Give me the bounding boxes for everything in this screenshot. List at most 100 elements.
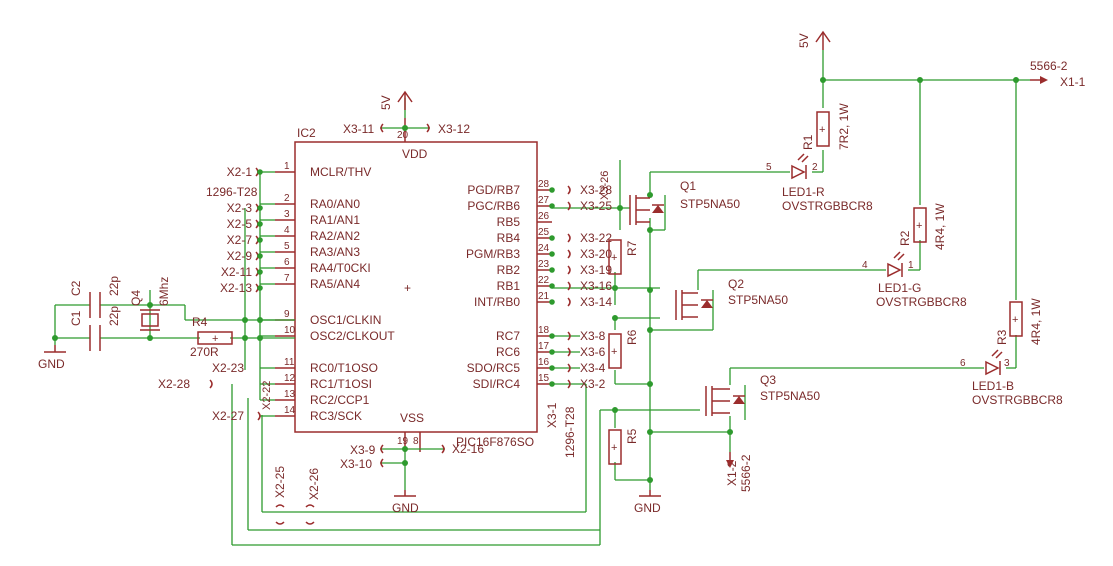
svg-text:STP5NA50: STP5NA50	[680, 197, 740, 211]
svg-text:LED1-G: LED1-G	[878, 281, 921, 295]
mosfet-q3: Q3 STP5NA50	[705, 373, 820, 416]
svg-text:STP5NA50: STP5NA50	[728, 293, 788, 307]
svg-text:+: +	[611, 442, 617, 454]
x3-header: 1296-T28	[563, 406, 577, 458]
ic2-pin-num: 14	[284, 405, 296, 416]
vcc-5v-top: 5V	[797, 30, 831, 50]
svg-text:R3: R3	[995, 329, 1009, 345]
ic2-pin-name: PGM/RB3	[466, 247, 520, 261]
svg-text:Q3: Q3	[760, 373, 776, 387]
x2-16-label: X2-16	[452, 442, 484, 456]
ic2-pin-name: RA1/AN1	[310, 213, 360, 227]
svg-text:6Mhz: 6Mhz	[157, 277, 171, 306]
ic2-pin-name: RB5	[497, 215, 521, 229]
x2-28-label: X2-28	[158, 377, 190, 391]
svg-text:+: +	[611, 252, 617, 264]
ic2-pin-name: RB4	[497, 231, 521, 245]
x3-12-label: X3-12	[438, 122, 470, 136]
x2-connector-label: X2-1	[227, 165, 253, 179]
x2-connector-label: X2-9	[227, 249, 253, 263]
x2-26-label: X2-26	[307, 468, 321, 500]
svg-text:OVSTRGBBCR8: OVSTRGBBCR8	[972, 393, 1063, 407]
ic2: IC2 PIC16F876SO VDD VSS + 20 19 8	[294, 118, 538, 452]
ic2-pin-name: RB2	[497, 263, 521, 277]
svg-text:+: +	[212, 333, 218, 345]
gnd-right: GND	[634, 490, 661, 515]
x3-connector-label: X3-28	[580, 183, 612, 197]
svg-text:OVSTRGBBCR8: OVSTRGBBCR8	[876, 295, 967, 309]
svg-text:R5: R5	[625, 428, 639, 444]
svg-text:GND: GND	[38, 357, 65, 371]
svg-text:Q4: Q4	[129, 290, 143, 306]
ic2-pin-num: 15	[538, 373, 550, 384]
x3-26-label: X3-26	[599, 171, 611, 200]
x3-10-label: X3-10	[340, 457, 372, 471]
x3-connector-label: X3-14	[580, 295, 612, 309]
ic2-pin-name: PGD/RB7	[467, 183, 520, 197]
ic2-pin-num: 11	[284, 357, 295, 368]
x3-connector-label: X3-22	[580, 231, 612, 245]
x3-connector-label: X3-8	[580, 329, 606, 343]
resistor-r3: + R3 4R4, 1W	[995, 298, 1043, 345]
ic2-pin-name: RC2/CCP1	[310, 393, 370, 407]
ic2-body	[294, 141, 538, 433]
ic2-pin-num: 28	[538, 179, 550, 190]
svg-text:R7: R7	[625, 240, 639, 256]
ic2-pin-num: 24	[538, 243, 550, 254]
led-blue: 6 3 LED1-B OVSTRGBBCR8	[960, 349, 1063, 407]
ic2-pin-name: SDO/RC5	[467, 361, 521, 375]
svg-text:GND: GND	[634, 501, 661, 515]
ic2-pin-num: 7	[284, 273, 290, 284]
x2-header: 1296-T28	[206, 185, 258, 199]
svg-text:270R: 270R	[190, 345, 219, 359]
ic2-pin-name: RA0/AN0	[310, 197, 360, 211]
x2-connector-label: X2-13	[220, 281, 252, 295]
connector-labels: X3-11 X3-12 X3-9 X3-10 X2-16 1296-T28 X2…	[158, 59, 1086, 525]
ic2-pin-num: 10	[284, 325, 296, 336]
svg-text:5V: 5V	[797, 33, 811, 48]
x3-connector-label: X3-19	[580, 263, 612, 277]
svg-text:R1: R1	[801, 134, 815, 150]
ic2-pin-num: 17	[538, 341, 550, 352]
ic2-pin-name: RA2/AN2	[310, 229, 360, 243]
ic2-pin-num: 27	[538, 195, 550, 206]
gnd-left: GND	[38, 345, 66, 371]
ic2-pin-num: 13	[284, 389, 296, 400]
x2-23-label: X2-23	[212, 361, 244, 375]
svg-text:LED1-B: LED1-B	[972, 379, 1014, 393]
ic2-pin-num: 9	[284, 309, 290, 320]
svg-text:C2: C2	[69, 280, 83, 296]
x1-header: 5566-2	[1030, 59, 1068, 73]
ic2-pin-name: OSC1/CLKIN	[310, 313, 381, 327]
svg-text:1: 1	[908, 260, 914, 271]
ic2-pin-name: INT/RB0	[474, 295, 520, 309]
x3-connector-label: X3-6	[580, 345, 606, 359]
svg-text:+: +	[1012, 314, 1018, 326]
svg-text:Q1: Q1	[680, 179, 696, 193]
ic2-pin-num: 2	[284, 193, 290, 204]
ic2-pin-name: RC6	[496, 345, 520, 359]
power-symbols: 5V 5V GND GND GND	[38, 30, 831, 515]
ic2-pin-name: RA5/AN4	[310, 277, 360, 291]
svg-text:LED1-R: LED1-R	[782, 185, 825, 199]
x2-connector-label: X2-7	[227, 233, 253, 247]
ic2-right-pins: 28PGD/RB727PGC/RB626RB525RB424PGM/RB323R…	[466, 179, 552, 391]
x2-connector-label: X2-5	[227, 217, 253, 231]
x3-connector-label: X3-4	[580, 361, 606, 375]
mosfet-q2: Q2 STP5NA50	[675, 277, 788, 320]
capacitor-c2: C2 22p	[69, 276, 121, 318]
ic2-pin-num: 18	[538, 325, 550, 336]
wires	[54, 50, 1030, 546]
gnd-ic: GND	[392, 490, 419, 515]
x3-right-connectors: X3-28X3-25X3-22X3-20X3-19X3-16X3-14X3-8X…	[549, 183, 612, 391]
x2-22-label: X2-22	[261, 381, 273, 410]
led-green: 4 1 LED1-G OVSTRGBBCR8	[862, 251, 967, 309]
ic2-part: PIC16F876SO	[456, 435, 534, 449]
svg-text:+: +	[819, 124, 825, 136]
ic2-pin-num: 6	[284, 257, 290, 268]
x3-connector-label: X3-20	[580, 247, 612, 261]
resistor-r1: + R1 7R2, 1W	[801, 103, 851, 150]
ic2-pin-num: 5	[284, 241, 290, 252]
